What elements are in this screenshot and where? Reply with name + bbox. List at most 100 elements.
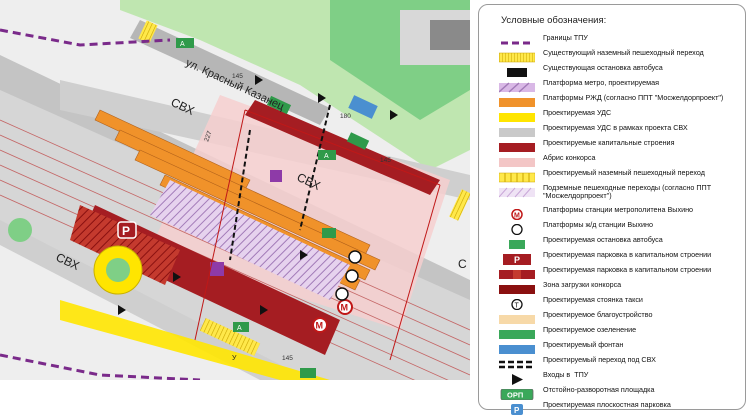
parking-icon: P	[117, 221, 137, 239]
legend-item-uds-svh: Проектируемая УДС в рамках проекта СВХ	[499, 123, 745, 139]
rzd-platforms-symbol-icon	[499, 95, 535, 107]
legend-item-label: Проектируемая плоскостная парковка	[543, 400, 671, 409]
legend-item-label: Подземные пешеходные переходы (согласно …	[543, 183, 712, 201]
legend-title: Условные обозначения:	[501, 15, 607, 26]
rail-station-symbol-icon	[499, 222, 535, 236]
bus-stop-label: A	[324, 153, 329, 160]
bus-stop-label: A	[180, 41, 185, 48]
legend-item-concourse: Абрис конкорса	[499, 153, 745, 169]
fountain	[348, 95, 378, 119]
existing-bus-stop-symbol-icon	[499, 65, 535, 77]
svg-text:M: M	[514, 213, 520, 220]
svg-text:M: M	[316, 321, 324, 331]
orp-symbol-icon: ОРП	[499, 387, 535, 401]
legend-item-tpu-border: Границы ТПУ	[499, 33, 745, 49]
legend-item-taxi: T Проектируемая стоянка такси	[499, 295, 745, 311]
planning-map: ул. Красный Казанец СВХ СВХ СВХ С 145 18…	[0, 0, 470, 380]
legend-item-label: Проектируемая остановка автобуса	[543, 235, 663, 244]
legend-item-metro-station: M Платформы станции метрополитена Выхино	[499, 205, 745, 221]
svg-text:P: P	[122, 224, 130, 238]
legend-item-uds: Проектируемая УДС	[499, 108, 745, 124]
legend-item-label: Зона загрузки конкорса	[543, 280, 622, 289]
legend-item-label: Существующий наземный пешеходный переход	[543, 48, 704, 57]
underground-symbol-icon	[498, 185, 535, 198]
num-label: 145	[232, 73, 243, 80]
legend-item-improvement: Проектируемое благоустройство	[499, 310, 745, 326]
legend-item-label: Проектируемая парковка в капитальном стр…	[543, 265, 712, 274]
num-label: 180	[340, 113, 351, 120]
legend-item-crossing-proj: Проектируемый наземный пешеходный перехо…	[498, 168, 745, 184]
num-label: 145	[282, 355, 293, 362]
loading-zone-symbol-icon	[499, 282, 535, 294]
legend-item-label: Проектируемая УДС в рамках проекта СВХ	[543, 123, 688, 132]
crossing-proj-symbol-icon	[498, 170, 536, 183]
legend-item-label: Платформы ж/д станции Выхино	[543, 220, 653, 229]
metro-platform-symbol-icon	[498, 80, 535, 93]
legend-item-bus-stop-proj: Проектируемая остановка автобуса	[499, 235, 745, 251]
svh-crossing-symbol-icon	[499, 357, 535, 369]
svg-text:ОРП: ОРП	[507, 391, 523, 400]
rail-station-icon	[335, 250, 362, 301]
parking-capital-symbol-icon: P	[499, 252, 535, 265]
improvement-symbol-icon	[499, 312, 535, 324]
svg-text:P: P	[514, 406, 520, 415]
metro-icon: M	[337, 299, 353, 315]
legend-item-flat-parking: P Проектируемая плоскостная парковка	[499, 400, 745, 416]
legend-item-label: Проектируемый фонтан	[543, 340, 624, 349]
uds-svh-symbol-icon	[499, 125, 535, 137]
existing-crossing-symbol-icon	[498, 50, 536, 63]
entrances-symbol-icon	[499, 372, 535, 385]
metro-icon: M	[312, 317, 328, 333]
metro-station-symbol-icon: M	[499, 207, 535, 221]
legend-item-entrances: Входы в ТПУ	[499, 370, 745, 386]
legend-panel: Условные обозначения: Границы ТПУ Существ…	[478, 4, 746, 415]
legend-item-greening: Проектируемое озеленение	[499, 325, 745, 341]
tram-label: У	[232, 355, 237, 362]
num-label: 145	[380, 157, 391, 164]
legend-item-svh-crossing: Проектируемый переход под СВХ	[499, 355, 745, 371]
bus-stop-label: A	[237, 325, 242, 332]
legend-item-fountain: Проектируемый фонтан	[499, 340, 745, 356]
legend-item-parking-capital-2: Проектируемая парковка в капитальном стр…	[499, 265, 745, 281]
taxi-symbol-icon: T	[499, 297, 535, 311]
legend-item-parking-capital: P Проектируемая парковка в капитальном ст…	[499, 250, 745, 266]
tpu-border-symbol-icon	[499, 35, 535, 46]
legend-item-loading-zone: Зона загрузки конкорса	[499, 280, 745, 296]
legend-item-label: Платформа метро, проектируемая	[543, 78, 659, 87]
legend-item-capital-buildings: Проектируемые капитальные строения	[499, 138, 745, 154]
parking-capital-2-symbol-icon	[499, 267, 535, 279]
capital-buildings-symbol-icon	[499, 140, 535, 152]
fountain-symbol-icon	[499, 342, 535, 354]
legend-item-existing-bus-stop: Существующая остановка автобуса	[499, 63, 745, 79]
legend-item-label: Платформы станции метрополитена Выхино	[543, 205, 694, 214]
legend-item-label: Проектируемый переход под СВХ	[543, 355, 656, 364]
svg-text:M: M	[341, 303, 349, 313]
legend-item-label: Платформы РЖД (согласно ППТ "Мосжелдорпр…	[543, 93, 724, 102]
legend-item-rail-station: Платформы ж/д станции Выхино	[499, 220, 745, 236]
legend-item-existing-crossing: Существующий наземный пешеходный переход	[498, 48, 745, 64]
concourse-symbol-icon	[499, 155, 535, 167]
tpu-border	[0, 28, 171, 47]
greening-symbol-icon	[499, 327, 535, 339]
svg-text:T: T	[515, 303, 520, 310]
legend-item-label: Проектируемый наземный пешеходный перехо…	[543, 168, 705, 177]
uds-symbol-icon	[499, 110, 535, 122]
bus-stop-proj-symbol-icon	[499, 237, 535, 249]
num-label: 227	[203, 130, 213, 143]
legend-item-label: Проектируемые капитальные строения	[543, 138, 675, 147]
legend-item-label: Проектируемое озеленение	[543, 325, 637, 334]
legend-item-underground: Подземные пешеходные переходы (согласно …	[498, 183, 745, 201]
metro-platform	[150, 180, 350, 300]
legend-item-label: Проектируемая УДС	[543, 108, 612, 117]
edge-label: С	[458, 257, 467, 271]
legend-item-label: Проектируемая стоянка такси	[543, 295, 643, 304]
legend-item-label: Абрис конкорса	[543, 153, 596, 162]
legend-item-metro-platform: Платформа метро, проектируемая	[498, 78, 745, 94]
legend-item-label: Существующая остановка автобуса	[543, 63, 663, 72]
legend-item-label: Границы ТПУ	[543, 33, 588, 42]
legend-item-label: Проектируемое благоустройство	[543, 310, 653, 319]
flat-parking-symbol-icon: P	[499, 402, 535, 415]
legend-item-rzd-platforms: Платформы РЖД (согласно ППТ "Мосжелдорпр…	[499, 93, 745, 109]
legend-item-label: Проектируемая парковка в капитальном стр…	[543, 250, 712, 259]
